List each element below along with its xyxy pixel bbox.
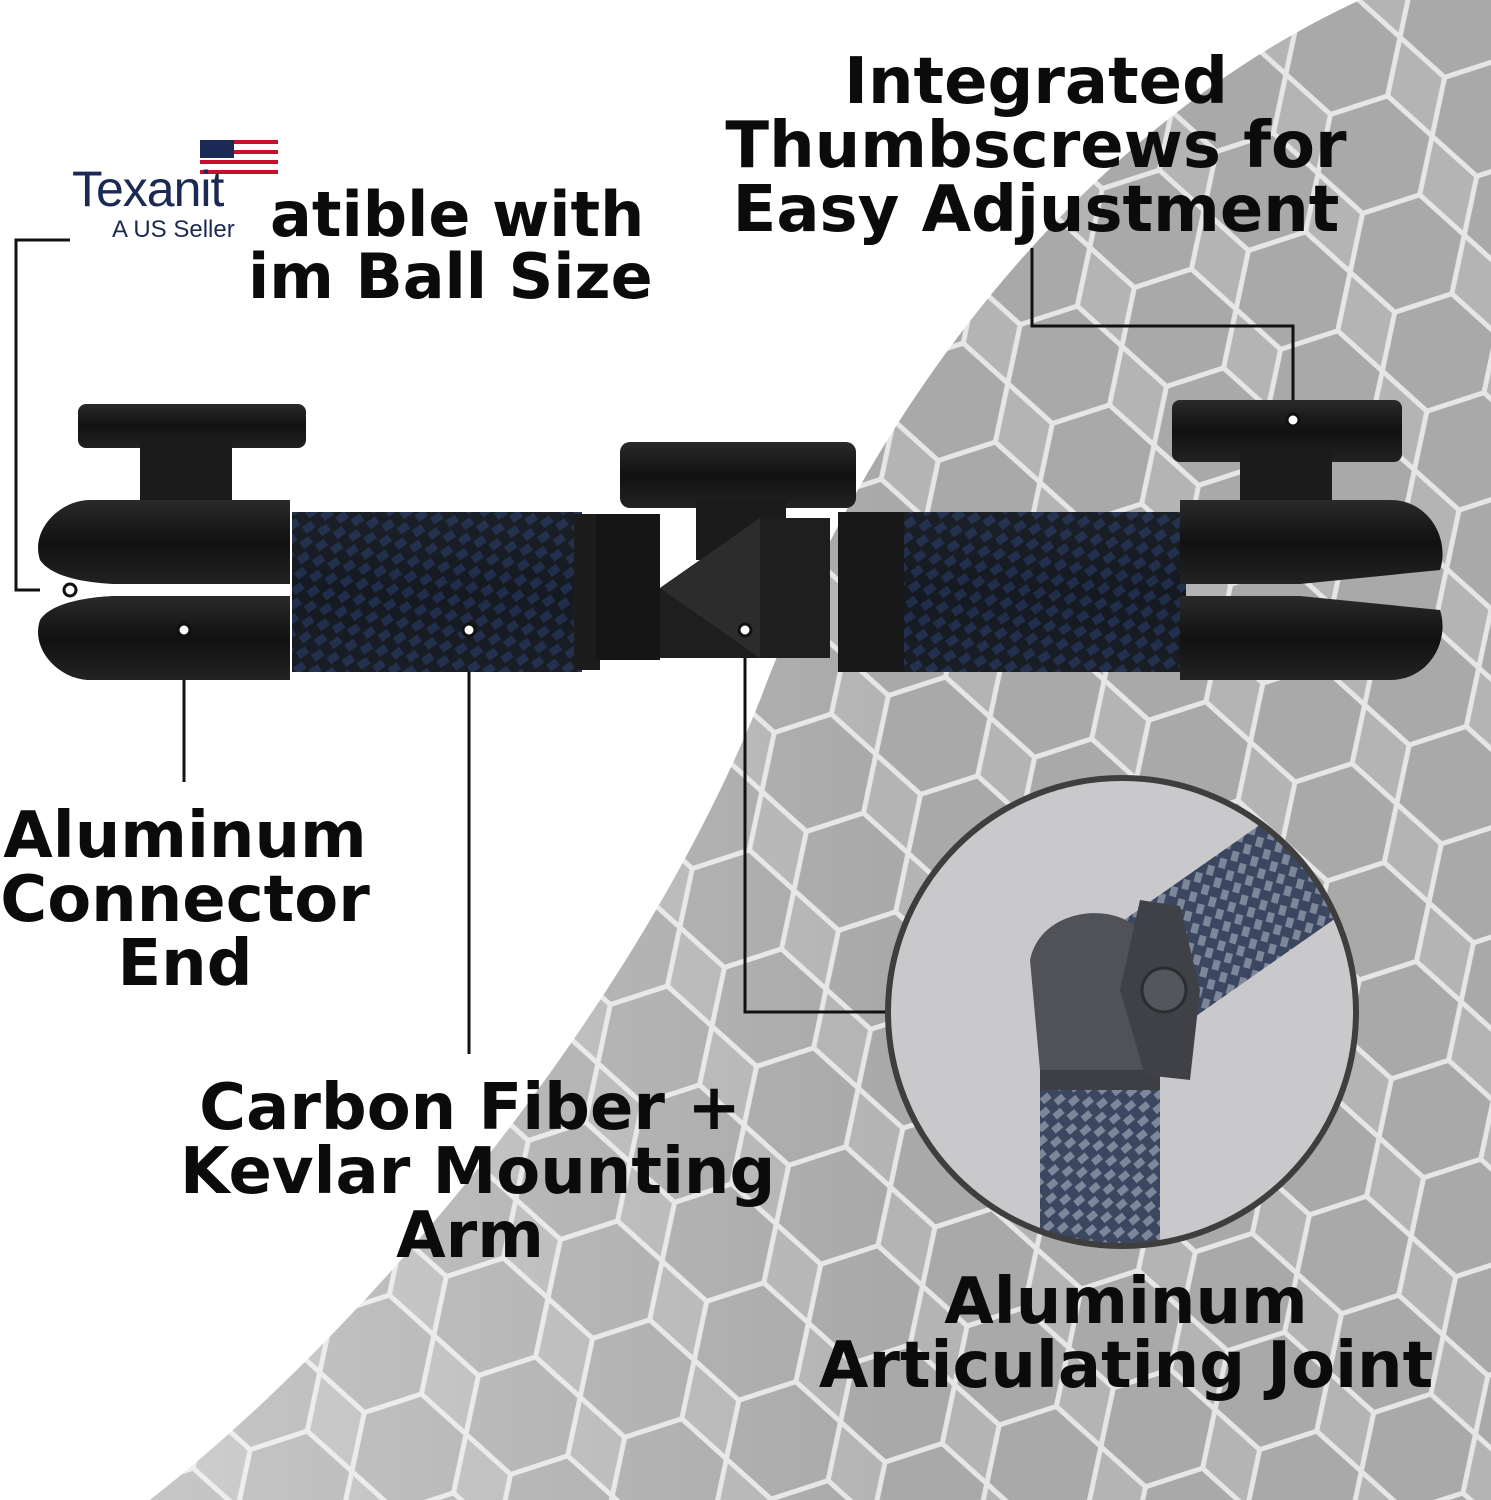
callout-ball-size-line1: atible with bbox=[270, 178, 645, 251]
callout-mounting-arm-line3: Arm bbox=[396, 1199, 544, 1273]
callout-thumbscrews-line3: Easy Adjustment bbox=[732, 173, 1340, 247]
callout-mounting-arm: Carbon Fiber + Kevlar Mounting Arm bbox=[180, 1071, 776, 1273]
callout-mounting-arm-line2: Kevlar Mounting bbox=[180, 1135, 776, 1209]
callout-ball-size-line2: im Ball Size bbox=[248, 240, 653, 313]
callout-thumbscrews-line2: Thumbscrews for bbox=[725, 109, 1347, 183]
left-connector bbox=[38, 404, 306, 680]
us-flag-icon bbox=[200, 140, 278, 174]
callout-connector-end-line2: Connector bbox=[0, 863, 370, 937]
callout-articulating-joint: Aluminum Articulating Joint bbox=[806, 1270, 1446, 1398]
callout-mounting-arm-line1: Carbon Fiber + bbox=[199, 1071, 741, 1145]
callout-connector-end-line3: End bbox=[117, 927, 253, 1001]
callout-thumbscrews-line1: Integrated bbox=[844, 45, 1228, 119]
brand-logo-text: Texanit bbox=[72, 161, 224, 217]
brand-tagline: A US Seller bbox=[112, 216, 235, 243]
callout-connector-end-line1: Aluminum bbox=[3, 799, 367, 873]
callout-thumbscrews: Integrated Thumbscrews for Easy Adjustme… bbox=[716, 50, 1356, 242]
joint-detail-inset bbox=[885, 775, 1359, 1249]
callout-joint-line2: Articulating Joint bbox=[818, 1329, 1434, 1403]
callout-ball-size: atible with im Ball Size bbox=[240, 184, 653, 308]
callout-joint-line1: Aluminum bbox=[944, 1265, 1308, 1339]
callout-connector-end: Aluminum Connector End bbox=[0, 804, 370, 996]
